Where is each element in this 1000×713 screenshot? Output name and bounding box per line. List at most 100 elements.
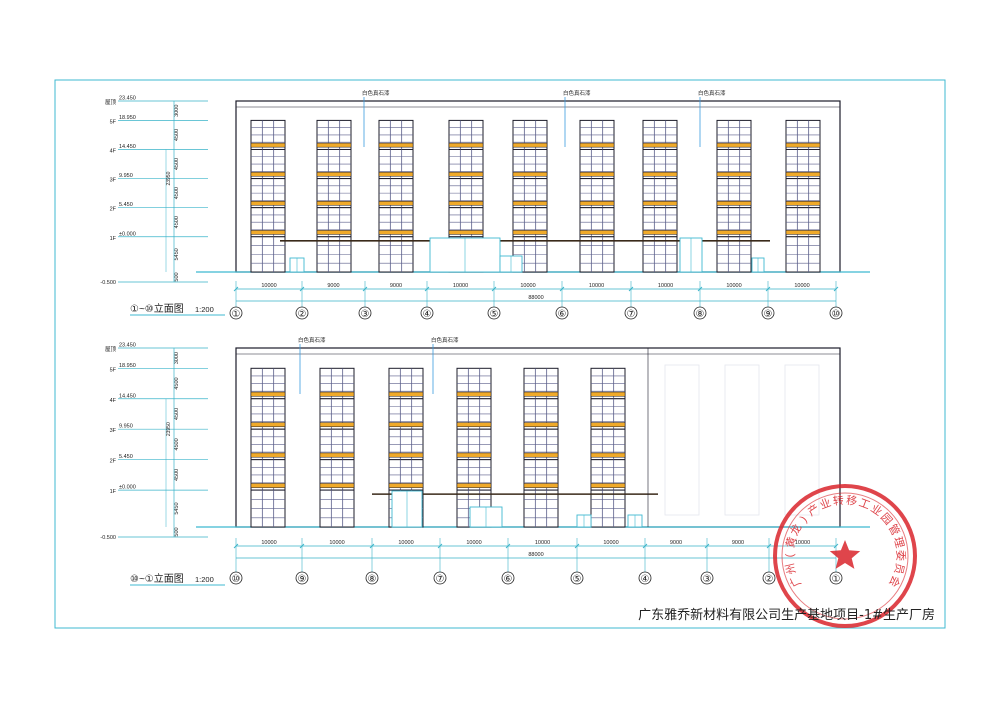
dim-tick [424, 286, 430, 292]
level-name: 1F [110, 489, 117, 495]
dim-tick [299, 543, 305, 549]
seal-glyph: 黄 [783, 535, 799, 549]
span-dimension: 10000 [589, 283, 604, 289]
ghost-column [664, 364, 700, 516]
elevation-scale: 1:200 [195, 575, 214, 584]
span-dimension: 9000 [327, 283, 339, 289]
spandrel-band [250, 201, 286, 206]
level-dim: 5450 [174, 502, 180, 514]
level-name: 5F [110, 119, 117, 125]
elevation-top: 屋顶23.45030005F18.95045004F14.45045003F9.… [100, 89, 870, 320]
spandrel-band [642, 142, 678, 148]
window-column [590, 367, 626, 528]
spandrel-band [250, 171, 286, 177]
elevation-title-text: ⑩~①立面图 [130, 572, 184, 585]
span-dimension: 10000 [398, 540, 413, 546]
spandrel-band [579, 201, 615, 206]
axis-label: ① [832, 574, 841, 585]
level-elevation: 5.450 [119, 454, 133, 460]
span-dimension: 10000 [726, 283, 741, 289]
spandrel-band [388, 391, 424, 397]
material-note: 白色真石漆 [362, 89, 390, 97]
spandrel-band [456, 422, 492, 428]
spandrel-band [785, 230, 821, 235]
level-dim: 4500 [174, 438, 180, 450]
span-dimension: 10000 [794, 283, 809, 289]
spandrel-band [250, 483, 286, 488]
dim-tick [574, 543, 580, 549]
level-dim: 4500 [174, 158, 180, 170]
window-column [512, 119, 548, 273]
window-column [716, 119, 752, 273]
dim-tick [642, 543, 648, 549]
spandrel-band [448, 142, 484, 148]
elevation-bottom: 屋顶23.45030005F18.95045004F14.45045003F9.… [100, 336, 870, 586]
official-seal-stamp: 广州(黄龙)产业转移工业园管理委员会 [773, 484, 917, 628]
overall-height-dim: 23950 [166, 171, 172, 185]
spandrel-band [319, 391, 355, 397]
level-elevation: ±0.000 [119, 485, 136, 491]
level-elevation: 18.950 [119, 363, 136, 369]
axis-label: ③ [703, 574, 712, 585]
spandrel-band [250, 422, 286, 428]
spandrel-band [579, 171, 615, 177]
seal-glyph: 会 [886, 573, 903, 589]
axis-label: ⑧ [696, 309, 705, 320]
level-markers: 屋顶23.45030005F18.95045004F14.45045003F9.… [100, 96, 208, 286]
window-column [316, 119, 352, 273]
axis-bubble [365, 571, 379, 585]
drawing-footer-title: 广东雅乔新材料有限公司生产基地项目-1#生产厂房 [638, 607, 935, 623]
span-dimension: 10000 [261, 283, 276, 289]
spandrel-band [579, 230, 615, 235]
seal-glyph: 理 [891, 535, 906, 549]
level-dim: 4500 [174, 408, 180, 420]
span-dimension: 10000 [453, 283, 468, 289]
spandrel-band [250, 391, 286, 397]
spandrel-band [590, 452, 626, 458]
ghost-column [784, 364, 820, 516]
axis-bubble [555, 306, 569, 320]
level-name: 2F [110, 207, 117, 213]
axis-bubble [295, 571, 309, 585]
spandrel-band [378, 230, 414, 235]
level-name: 屋顶 [105, 99, 117, 106]
spandrel-band [785, 142, 821, 148]
spandrel-band [590, 422, 626, 428]
axis-label: ⑧ [368, 574, 377, 585]
material-note: 白色真石漆 [698, 89, 726, 97]
spandrel-band [512, 142, 548, 148]
window-column [319, 367, 355, 528]
spandrel-band [388, 483, 424, 488]
dim-tick [628, 286, 634, 292]
ground-elevation: -0.500 [100, 535, 116, 541]
window-column [579, 119, 615, 273]
axis-label: ④ [641, 574, 650, 585]
elevation-title-text: ①~⑩立面图 [130, 302, 184, 315]
span-dimension: 10000 [329, 540, 344, 546]
spandrel-band [523, 391, 559, 397]
axis-label: ⑤ [490, 309, 499, 320]
material-note: 白色真石漆 [563, 89, 591, 97]
level-elevation: 14.450 [119, 393, 136, 399]
spandrel-band [716, 171, 752, 177]
spandrel-band [378, 171, 414, 177]
axis-bubble [358, 306, 372, 320]
span-dimension: 10000 [603, 540, 618, 546]
spandrel-band [316, 142, 352, 148]
spandrel-band [250, 142, 286, 148]
axis-label: ⑩ [232, 574, 241, 585]
spandrel-band [250, 452, 286, 458]
axis-label: ⑦ [627, 309, 636, 320]
material-note: 白色真石漆 [298, 336, 326, 344]
dim-tick [437, 543, 443, 549]
seal-glyph: 业 [818, 496, 833, 512]
spandrel-band [590, 391, 626, 397]
level-dim: 4500 [174, 377, 180, 389]
span-dimension: 10000 [658, 283, 673, 289]
axis-bubble [570, 571, 584, 585]
spandrel-band [319, 483, 355, 488]
spandrel-band [512, 201, 548, 206]
axis-bubble [700, 571, 714, 585]
